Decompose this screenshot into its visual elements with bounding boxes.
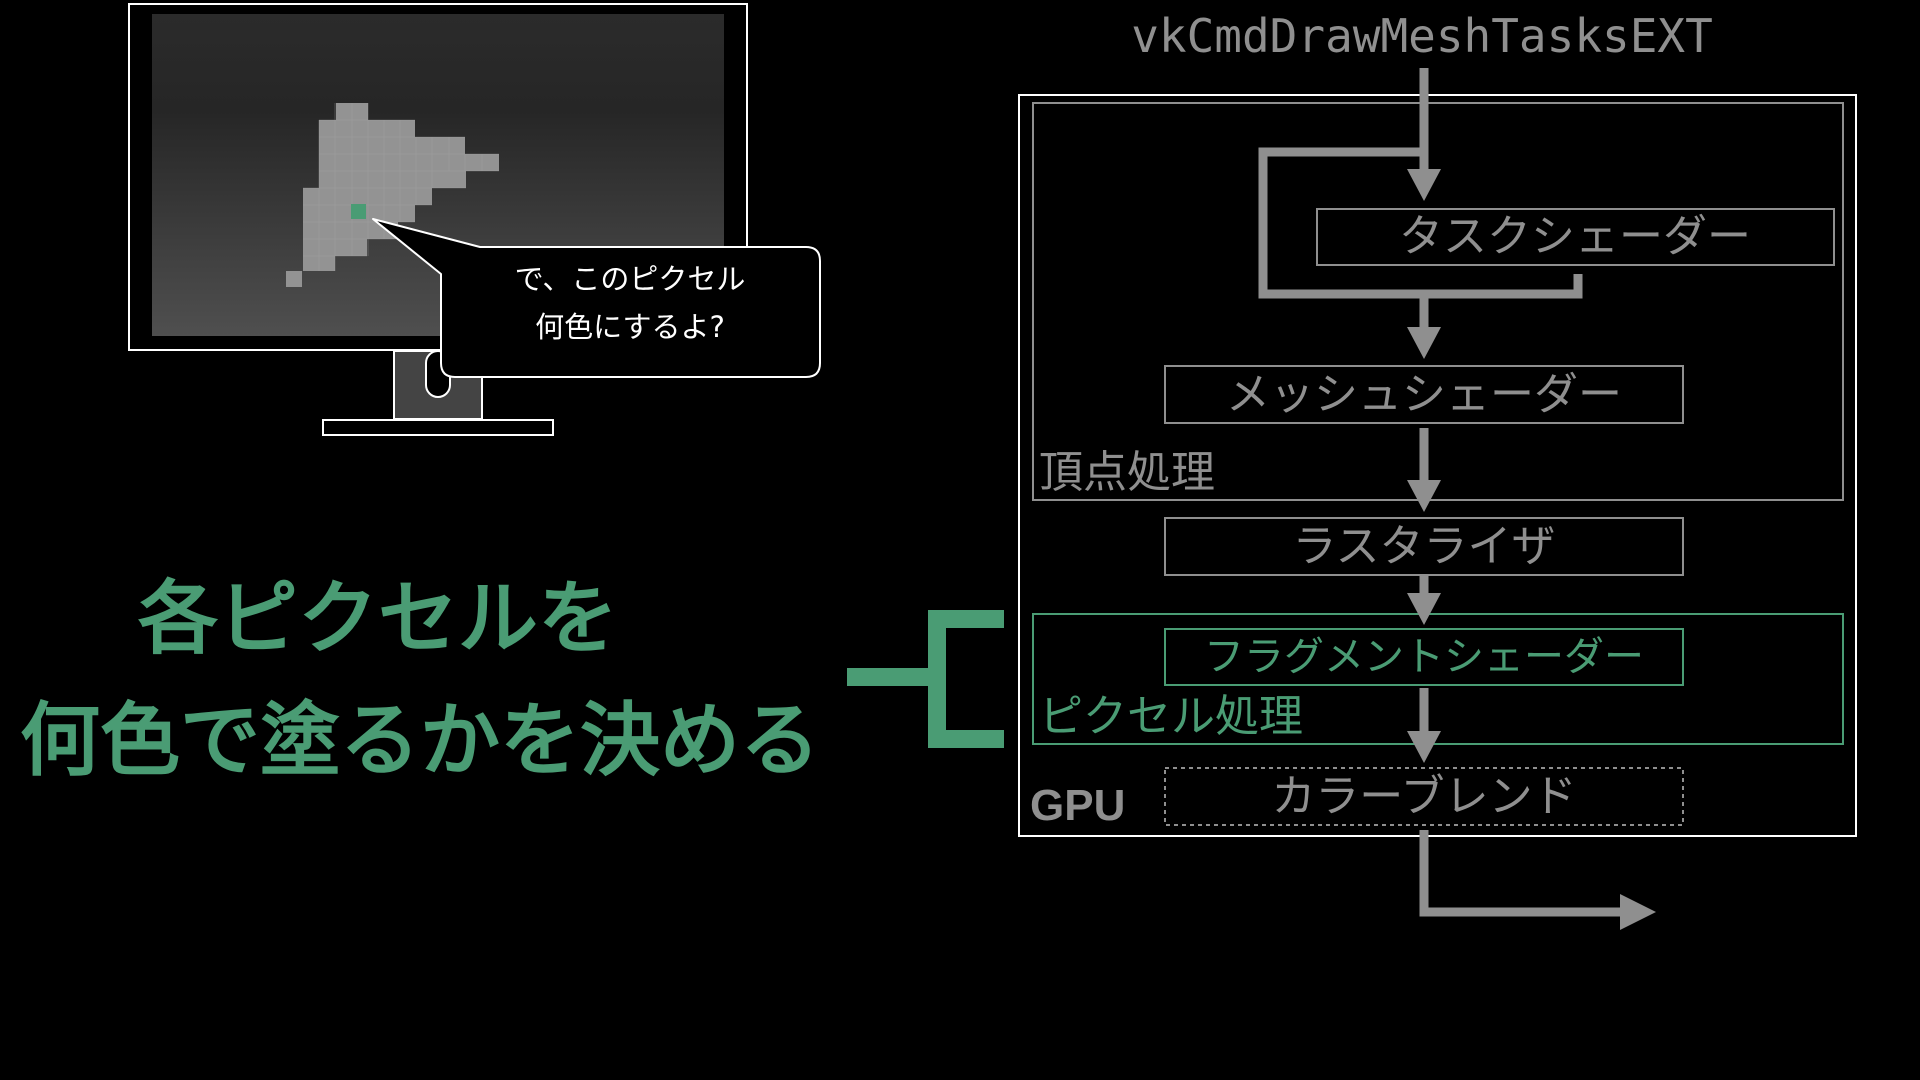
headline-line-2: 何色で塗るかを決める: [20, 694, 820, 787]
mesh-shader-label: メッシュシェーダー: [1226, 369, 1622, 420]
bubble-line-2: 何色にするよ?: [535, 310, 725, 344]
green-bracket: [847, 610, 1004, 748]
fragment-shader-box: [1164, 628, 1684, 686]
gpu-label: GPU: [1030, 781, 1125, 830]
task-shader-label: タスクシェーダー: [1399, 211, 1751, 262]
mesh-shader-box: [1164, 365, 1684, 424]
color-blend-box: [1164, 767, 1684, 826]
gpu-box: [1018, 94, 1857, 837]
highlighted-pixel: [351, 204, 366, 219]
fragment-shader-label: フラグメントシェーダー: [1204, 634, 1644, 680]
color-blend-label: カラーブレンド: [1271, 771, 1576, 822]
command-label: vkCmdDrawMeshTasksEXT: [1131, 9, 1713, 63]
pipeline-diagram: vkCmdDrawMeshTasksEXT: [1018, 9, 1857, 930]
flow-arrows: [1258, 68, 1656, 930]
monitor-stand-base: [322, 419, 554, 436]
task-shader-box: [1316, 208, 1835, 266]
pixel-processing-label: ピクセル処理: [1039, 691, 1303, 742]
pixel-grid-lines: [303, 103, 499, 271]
rasterized-triangle: [286, 103, 499, 287]
speech-bubble: で、このピクセル 何色にするよ?: [372, 218, 821, 378]
vertex-processing-group: [1032, 102, 1844, 501]
bubble-line-1: で、このピクセル: [515, 262, 746, 296]
headline-line-1: 各ピクセルを: [138, 572, 618, 665]
rasterizer-box: [1164, 517, 1684, 576]
vertex-processing-label: 頂点処理: [1039, 447, 1215, 498]
pixel-processing-group: [1032, 613, 1844, 745]
rasterizer-label: ラスタライザ: [1292, 521, 1555, 572]
